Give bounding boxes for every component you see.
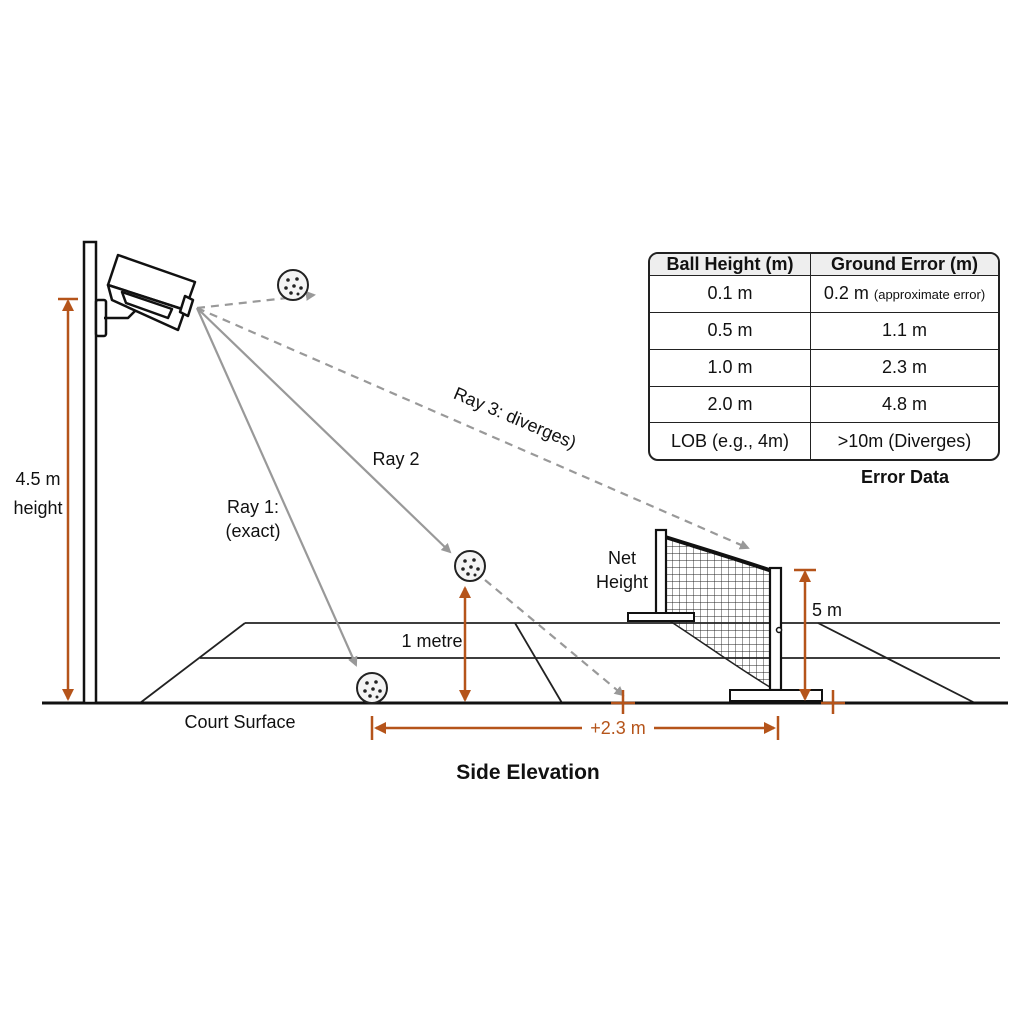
ray-2-label: Ray 2: [372, 449, 419, 469]
pickleball-icon: [277, 269, 309, 301]
ray-1: [195, 307, 358, 667]
table-caption: Error Data: [860, 467, 950, 487]
ball-height-label: 1 metre: [401, 631, 462, 651]
table-header-row: Ball Height (m) Ground Error (m): [650, 254, 998, 276]
ray-2: [196, 307, 452, 554]
ball-height-cell: 0.1 m: [650, 275, 811, 313]
ground-error-cell: >10m (Diverges): [837, 430, 972, 451]
ball-height-cell: LOB (e.g., 4m): [650, 422, 811, 459]
ground-error-cell: 1.1 m: [810, 312, 998, 350]
pole-height-label: 4.5 m: [15, 469, 60, 489]
error-data-table: Ball Height (m) Ground Error (m) 0.1 m 0…: [648, 252, 1000, 461]
table-row: 0.1 m 0.2 m (approximate error): [650, 275, 998, 313]
ground-error-cell: 2.3 m: [810, 349, 998, 387]
table-row: LOB (e.g., 4m) >10m (Diverges): [650, 422, 998, 459]
ball-height-cell: 1.0 m: [650, 349, 811, 387]
ground-error-value: 0.2 m: [823, 283, 869, 304]
ground-error-cell: 4.8 m: [810, 386, 998, 424]
pickleball-net: [627, 528, 823, 702]
table-row: 2.0 m 4.8 m: [650, 386, 998, 424]
net-height-label: Net: [608, 548, 636, 568]
table-row: 1.0 m 2.3 m: [650, 349, 998, 387]
camera-icon: [94, 253, 197, 338]
net-height-label-2: Height: [596, 572, 648, 592]
pickleball-icon: [356, 672, 388, 704]
net-height-value: 5 m: [812, 600, 842, 620]
court-surface-label: Court Surface: [184, 712, 295, 732]
pickleball-icon: [454, 550, 486, 582]
ground-error-cell: 0.2 m (approximate error): [810, 275, 998, 313]
ray-1-sublabel: (exact): [225, 521, 280, 541]
ground-offset-dimension: [370, 690, 845, 740]
net-height-dimension: [794, 568, 816, 701]
column-header: Ball Height (m): [650, 254, 811, 276]
pole-height-dimension: [58, 297, 78, 701]
column-header: Ground Error (m): [810, 254, 998, 276]
view-title: Side Elevation: [456, 761, 600, 784]
ray-3: [196, 306, 750, 550]
court-lines: [139, 622, 1000, 704]
ground-error-note: (approximate error): [873, 287, 986, 303]
ray-1-label: Ray 1:: [227, 497, 279, 517]
camera-pole: [82, 240, 98, 705]
ball-height-cell: 0.5 m: [650, 312, 811, 350]
table-row: 0.5 m 1.1 m: [650, 312, 998, 350]
ground-offset-label: +2.3 m: [590, 718, 646, 738]
pole-height-word: height: [13, 498, 62, 518]
ray-3-label: Ray 3: diverges): [451, 383, 579, 453]
ray-2-extension: [484, 579, 625, 697]
ball-height-cell: 2.0 m: [650, 386, 811, 424]
